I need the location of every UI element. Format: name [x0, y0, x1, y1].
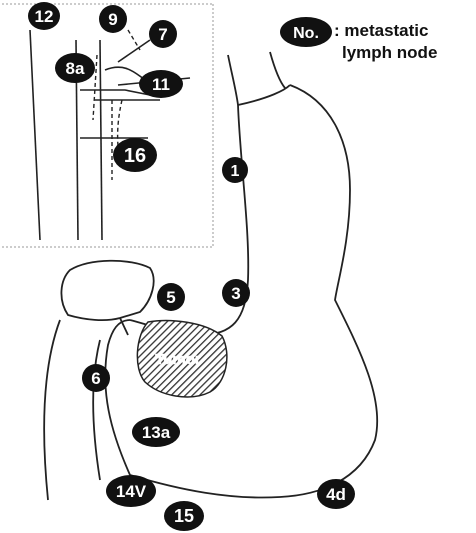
lymph-node-3: 3 [222, 279, 250, 307]
lymph-node-16: 16 [113, 138, 157, 172]
node-label: 7 [158, 25, 167, 44]
node-label: 5 [166, 288, 175, 307]
lymph-node-12: 12 [28, 2, 60, 30]
node-label: 6 [91, 369, 100, 388]
node-label: 16 [124, 145, 146, 167]
lymph-node-15: 15 [164, 501, 204, 531]
lymph-node-9: 9 [99, 5, 127, 33]
lymph-node-5: 5 [157, 283, 185, 311]
lymph-node-7: 7 [149, 20, 177, 48]
lymph-node-1: 1 [222, 157, 248, 183]
lymph-node-13a: 13a [132, 417, 180, 447]
node-label: 12 [35, 7, 54, 26]
legend-badge-label: No. [293, 25, 319, 42]
node-label: 13a [142, 423, 171, 442]
legend-badge: No. [280, 17, 332, 47]
node-label: 3 [231, 284, 240, 303]
node-label: 4d [326, 485, 346, 504]
legend-line-1: : metastatic [334, 20, 437, 42]
tumor-label: Tumor [155, 351, 201, 368]
node-label: 1 [231, 163, 240, 180]
inset-panel [2, 4, 213, 247]
node-label: 11 [152, 75, 170, 94]
lymph-node-11: 11 [139, 70, 183, 98]
legend-line-2: lymph node [334, 42, 437, 64]
lymph-node-8a: 8a [55, 53, 95, 83]
lymph-node-14v: 14V [106, 475, 156, 507]
node-label: 8a [66, 59, 85, 78]
legend-text: : metastatic lymph node [334, 20, 437, 64]
lymph-node-4d: 4d [317, 479, 355, 509]
tumor: Tumor [137, 321, 227, 397]
node-label: 9 [108, 10, 117, 29]
node-label: 14V [116, 482, 147, 501]
lymph-node-6: 6 [82, 364, 110, 392]
node-label: 15 [174, 506, 194, 526]
